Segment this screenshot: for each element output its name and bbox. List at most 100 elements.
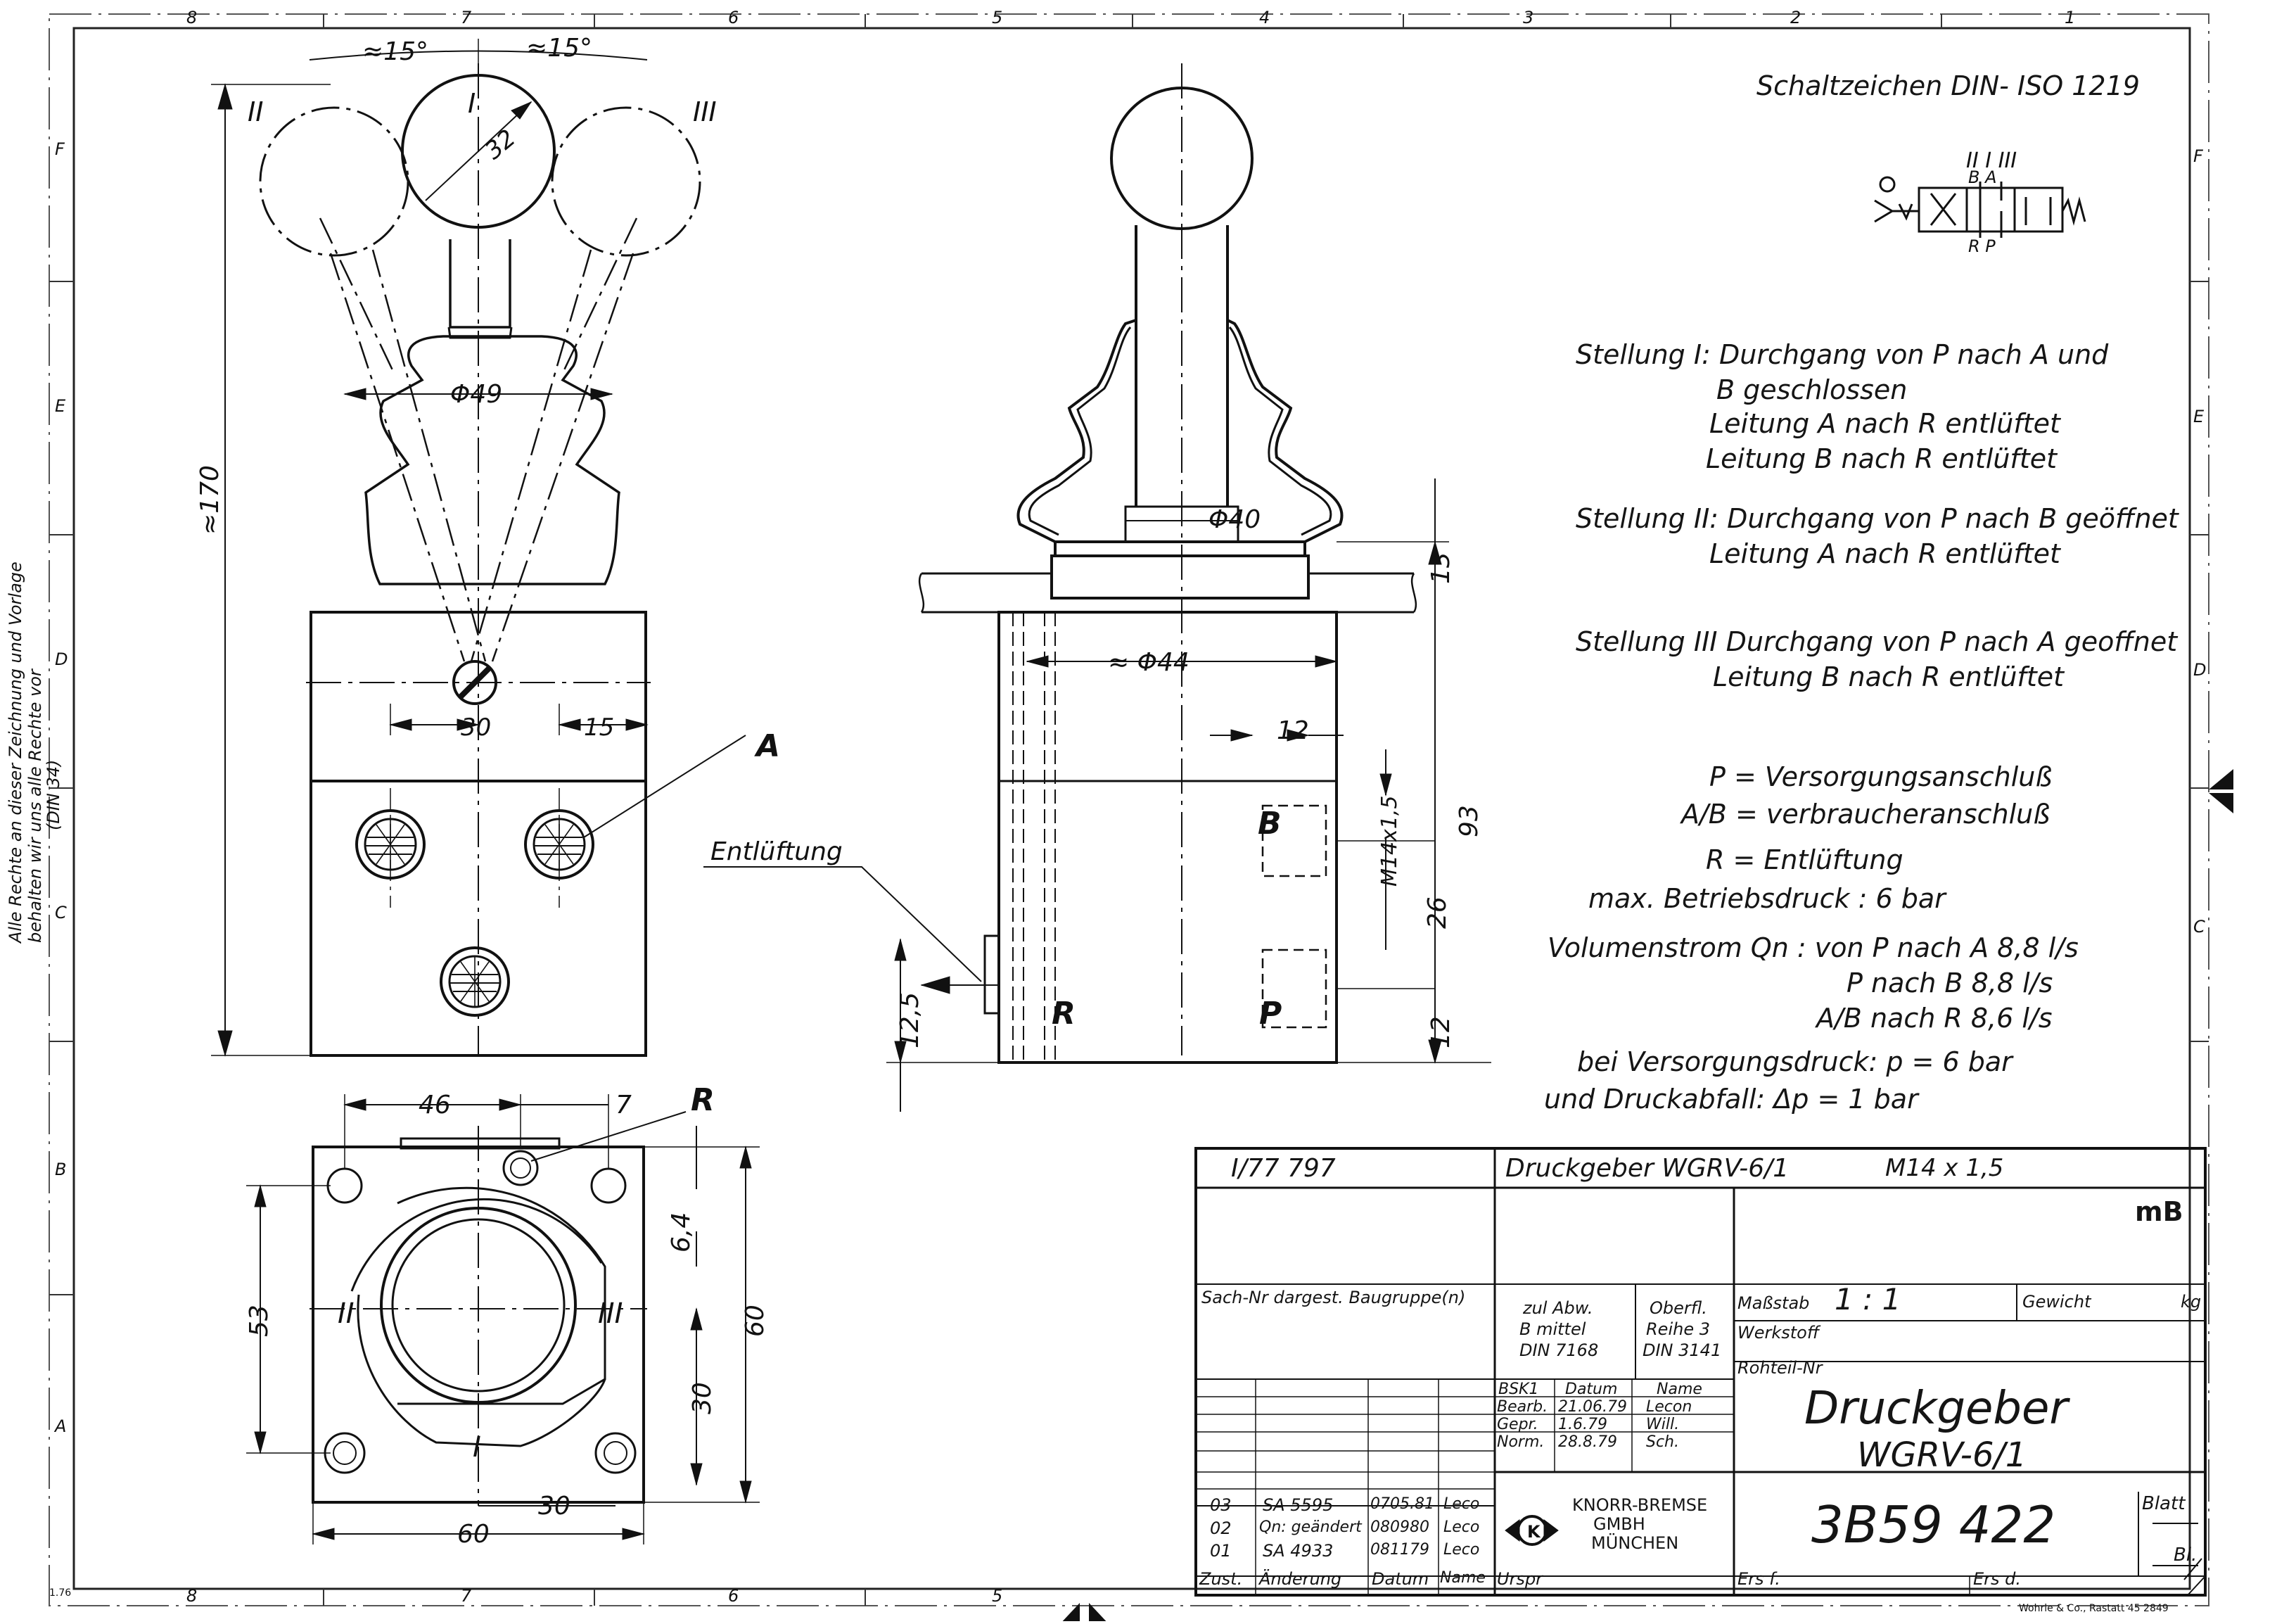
port-bottom — [440, 946, 510, 1017]
note-line: Leitung B nach R entlüftet — [1713, 661, 2064, 692]
ursp-label: Urspr — [1497, 1569, 1543, 1589]
rev-header: Änderung — [1259, 1569, 1342, 1589]
bellows-dia-label: Φ49 — [450, 380, 502, 409]
dim-12-5-label: 12,5 — [895, 992, 924, 1048]
mark-iii-label: III — [598, 1298, 623, 1330]
svg-text:Alle Rechte an dieser Zeichnun: Alle Rechte an dieser Zeichnung und Vorl… — [6, 562, 25, 944]
company-line: GMBH — [1593, 1514, 1645, 1534]
symbol-ports-bottom: R P — [1968, 236, 1996, 256]
rev-idx: 01 — [1210, 1541, 1232, 1561]
angle-left-label: ≈15° — [362, 37, 428, 66]
mark-ii-label: II — [338, 1298, 355, 1330]
knorr-logo-letter: K — [1527, 1522, 1541, 1542]
note-line: Leitung B nach R entlüftet — [1706, 443, 2057, 474]
thread-label: M14x1,5 — [1377, 795, 1402, 887]
flow-line: P nach B 8,8 l/s — [1847, 968, 2053, 998]
knorr-logo-icon — [1517, 1515, 1548, 1546]
mark-i-label: I — [473, 1431, 481, 1464]
dim-12-top-label: 12 — [1277, 716, 1309, 745]
tolerance-line: B mittel — [1519, 1319, 1586, 1339]
title-type: WGRV-6/1 — [1857, 1435, 2027, 1475]
company-line: MÜNCHEN — [1591, 1533, 1679, 1553]
side-body — [997, 611, 1338, 1064]
pivot-screw-icon — [452, 660, 497, 705]
flow-line: Volumenstrom Qn : von P nach A 8,8 l/s — [1548, 932, 2079, 963]
symbol-ports-top: B A — [1968, 167, 1997, 187]
col-label: 5 — [992, 8, 1002, 27]
knob-dia-label: 32 — [480, 124, 521, 165]
werkstoff-label: Werkstoff — [1737, 1323, 1820, 1343]
legend-line: max. Betriebsdruck : 6 bar — [1588, 883, 1946, 914]
knob-position-iii — [551, 106, 701, 257]
sig-date: 1.6.79 — [1558, 1416, 1607, 1433]
dim-12-bottom-label: 12 — [1427, 1016, 1455, 1048]
company-line: KNORR-BREMSE — [1572, 1495, 1708, 1515]
row-label: A — [53, 1416, 66, 1436]
note-line: Stellung II: Durchgang von P nach B geöf… — [1576, 503, 2179, 534]
symbol-title: Schaltzeichen DIN- ISO 1219 — [1756, 70, 2140, 101]
col-label: 7 — [461, 1586, 472, 1606]
sig-header: Name — [1657, 1381, 1702, 1398]
dim-6-4-label: 6,4 — [667, 1212, 696, 1252]
dim-13-label: 13 — [1427, 552, 1455, 584]
legend-line: P = Versorgungsanschluß — [1709, 761, 2053, 792]
note-line: Stellung I: Durchgang von P nach A und — [1576, 339, 2109, 370]
tolerance-line: zul Abw. — [1523, 1298, 1593, 1318]
rev-change: SA 5595 — [1263, 1495, 1334, 1515]
rev-idx: 02 — [1210, 1518, 1232, 1538]
header-thread: M14 x 1,5 — [1885, 1154, 2004, 1182]
dim-93-label: 93 — [1455, 805, 1484, 837]
valve-symbol-icon — [1874, 176, 2086, 238]
sig-header: BSK1 — [1498, 1381, 1539, 1398]
row-label: E — [2193, 407, 2205, 426]
port-b-label: B — [1258, 806, 1282, 842]
col-label: 7 — [461, 8, 472, 27]
col-label: 1 — [2065, 8, 2075, 27]
col-label: 2 — [1790, 8, 1801, 27]
dim-46-label: 46 — [419, 1091, 451, 1119]
col-label: 8 — [186, 8, 197, 27]
sig-date: 21.06.79 — [1558, 1398, 1627, 1416]
dim-53-label: 53 — [245, 1305, 274, 1337]
dim-30-h-label: 30 — [538, 1492, 570, 1521]
col-label: 3 — [1523, 8, 1533, 27]
dim-30-v-label: 30 — [688, 1382, 717, 1414]
port-r-top-label: R — [691, 1082, 715, 1118]
rev-date: 0705.81 — [1370, 1495, 1434, 1513]
port-r-label: R — [1052, 996, 1076, 1032]
bellows — [364, 335, 620, 585]
sig-name: Will. — [1646, 1416, 1680, 1433]
svg-text:behalten wir uns alle Rechte v: behalten wir uns alle Rechte vor — [25, 668, 45, 943]
position-label-i: I — [468, 88, 476, 119]
legend-line: A/B = verbraucheranschluß — [1681, 799, 2051, 830]
sig-date: 28.8.79 — [1558, 1433, 1617, 1451]
centering-mark-icon — [2209, 769, 2233, 813]
rev-change: SA 4933 — [1263, 1541, 1334, 1561]
col-label: 6 — [728, 1586, 739, 1606]
gewicht-unit: kg — [2181, 1292, 2202, 1312]
note-line: Leitung A nach R entlüftet — [1709, 408, 2060, 439]
title-name: Druckgeber — [1804, 1383, 2068, 1435]
row-label: D — [2193, 660, 2206, 680]
bl-label: Bl. — [2174, 1544, 2198, 1566]
note-line: B geschlossen — [1716, 374, 1908, 405]
sig-role: Bearb. — [1497, 1398, 1548, 1416]
note-line: Leitung A nach R entlüftet — [1709, 538, 2060, 569]
centering-mark-icon — [1059, 1603, 1109, 1624]
sach-nr-label: Sach-Nr dargest. Baugruppe(n) — [1201, 1288, 1466, 1307]
symbol-positions: II I III — [1966, 148, 2017, 173]
row-label: B — [55, 1160, 66, 1179]
height-label: ≈170 — [196, 465, 224, 535]
sig-role: Norm. — [1497, 1433, 1545, 1451]
row-label: C — [55, 903, 67, 922]
surface-line: Oberfl. — [1650, 1298, 1707, 1318]
port-p-label: P — [1259, 996, 1282, 1032]
col-label: 6 — [728, 8, 739, 27]
col-label: 8 — [186, 1586, 197, 1606]
outer-frame — [49, 13, 2209, 1606]
ers-d-label: Ers d. — [1973, 1569, 2022, 1589]
rev-date: 080980 — [1370, 1518, 1429, 1536]
rohteil-label: Rohteil-Nr — [1737, 1358, 1823, 1378]
dim-60-v-label: 60 — [741, 1305, 770, 1337]
